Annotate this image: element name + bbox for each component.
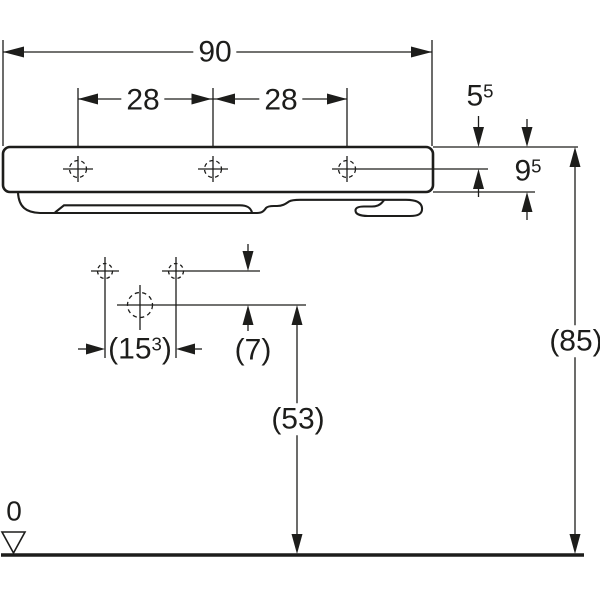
washbasin-underside bbox=[16, 192, 424, 218]
arrowhead-left-icon bbox=[176, 343, 195, 355]
arrowhead-down-icon bbox=[569, 534, 581, 554]
arrowhead-down-icon bbox=[291, 534, 303, 554]
dim-superscript: 5 bbox=[531, 155, 542, 177]
arrowhead-down-icon bbox=[473, 127, 484, 147]
arrowhead-up-icon bbox=[473, 169, 484, 189]
arrowhead-right-icon bbox=[86, 343, 105, 355]
detail-tap-hole-marker-right bbox=[162, 257, 190, 358]
dim-superscript: 5 bbox=[483, 80, 494, 102]
tap-hole-circle-icon bbox=[68, 159, 88, 179]
tap-hole-circle-icon bbox=[96, 262, 114, 280]
floor-datum-label: 0 bbox=[6, 495, 22, 527]
tap-hole-marker-left bbox=[63, 156, 93, 182]
arrowhead-mid-right-icon bbox=[215, 93, 235, 105]
tap-hole-circle-icon bbox=[203, 159, 223, 179]
arrowhead-down-icon bbox=[521, 127, 533, 147]
dim-superscript: 3 bbox=[151, 333, 162, 355]
rim-to-tap-dimension bbox=[473, 116, 484, 197]
arrowhead-up-icon bbox=[521, 192, 533, 212]
dim-value: 5 bbox=[466, 79, 484, 113]
tap-hole-marker-center bbox=[198, 156, 228, 182]
dim-rim-to-apron-label: 95 bbox=[514, 155, 541, 187]
dim-drain-height-label: (53) bbox=[266, 403, 330, 435]
arrowhead-up-icon bbox=[242, 305, 254, 325]
tap-to-drain-vertical-dimension bbox=[242, 244, 254, 331]
dim-tap-to-drain-horizontal-label: (153) bbox=[108, 333, 172, 365]
dim-overall-width-label: 90 bbox=[193, 36, 237, 68]
drain-circle-icon bbox=[126, 291, 154, 319]
tap-hole-marker-right bbox=[332, 156, 362, 182]
arrowhead-mid-left-icon bbox=[191, 93, 212, 105]
arrowhead-down-icon bbox=[242, 251, 254, 271]
tap-to-drain-horizontal-dimension bbox=[78, 343, 202, 355]
underside-silhouette bbox=[16, 192, 424, 218]
dim-tap-spacing-left-label: 28 bbox=[121, 84, 165, 116]
datum-triangle-icon bbox=[0, 531, 27, 555]
dim-rim-to-tap-label: 55 bbox=[466, 80, 493, 112]
arrowhead-up-icon bbox=[569, 147, 581, 167]
arrowhead-right-icon bbox=[411, 46, 432, 58]
dim-value: (15 bbox=[108, 332, 152, 366]
arrowhead-right-icon bbox=[327, 93, 347, 105]
rim-to-apron-dimension bbox=[521, 119, 533, 220]
tap-hole-circle-icon bbox=[167, 262, 185, 280]
dim-value: 9 bbox=[514, 154, 532, 188]
underside-recess-line bbox=[54, 204, 254, 214]
arrowhead-left-icon bbox=[3, 46, 24, 58]
detail-tap-hole-marker-left bbox=[91, 257, 119, 358]
tap-hole-circle-icon bbox=[337, 159, 357, 179]
drain-marker bbox=[117, 285, 306, 330]
dim-rim-height-label: (85) bbox=[544, 325, 600, 357]
dim-tap-spacing-right-label: 28 bbox=[259, 84, 303, 116]
dim-tap-to-drain-vertical-label: (7) bbox=[234, 333, 272, 367]
dim-value: ) bbox=[161, 332, 172, 366]
arrowhead-up-icon bbox=[291, 305, 303, 325]
arrowhead-left-icon bbox=[78, 93, 98, 105]
